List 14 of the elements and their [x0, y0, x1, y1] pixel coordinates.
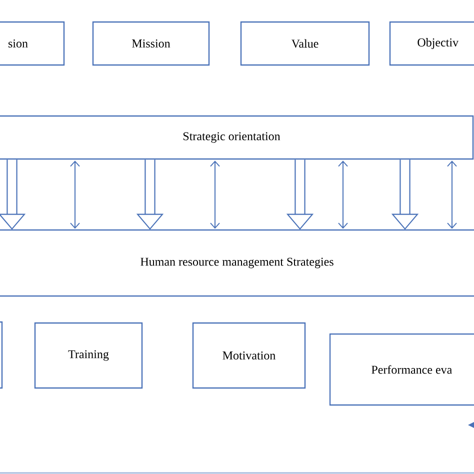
double-arrow — [210, 160, 220, 229]
text-box: Motivation — [192, 322, 306, 389]
text-box: Value — [240, 21, 370, 66]
double-arrow — [70, 160, 80, 229]
text-box: sion — [0, 21, 65, 66]
text-box: Performance eva — [329, 333, 474, 406]
double-arrow — [447, 160, 457, 229]
text-box: Objectiv — [389, 21, 474, 66]
text-box: Strategic orientation — [0, 115, 474, 160]
text-box: Mission — [92, 21, 210, 66]
text-box: Training — [34, 322, 143, 389]
box — [0, 321, 3, 389]
band: Human resource management Strategies — [0, 229, 474, 297]
double-arrow — [338, 160, 348, 229]
